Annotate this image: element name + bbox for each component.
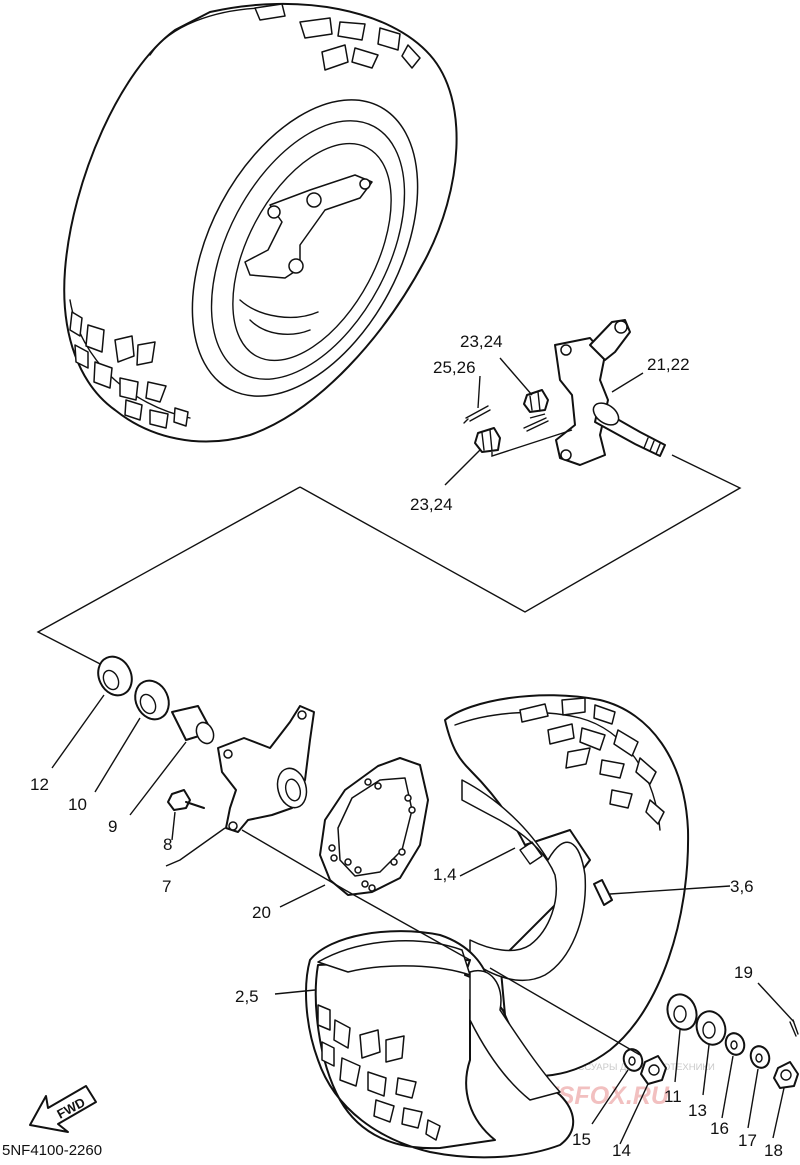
callout-7: 7	[162, 877, 171, 896]
tread-blocks	[69, 3, 421, 429]
rim-outer	[191, 99, 419, 397]
rim-half-front-lip	[317, 940, 471, 976]
tread-blocks-front	[317, 1004, 441, 1141]
cotter-pin-upper	[463, 405, 491, 424]
callout-14: 14	[612, 1141, 631, 1160]
assembly-boundary-lines	[36, 454, 742, 669]
upper-mount-hole	[560, 344, 572, 356]
collar	[666, 993, 698, 1031]
tread-edge-top	[149, 7, 261, 56]
hub-components	[97, 655, 429, 896]
oil-seal	[97, 655, 133, 697]
callout-13: 13	[688, 1101, 707, 1120]
front-hub	[217, 705, 315, 833]
callout-18: 18	[764, 1141, 783, 1160]
callout-21-22: 21,22	[647, 355, 690, 374]
callout-23-24-bottom: 23,24	[410, 495, 453, 514]
callout-11: 11	[664, 1087, 682, 1106]
exploded-wheel	[305, 694, 690, 1159]
callout-10: 10	[68, 795, 87, 814]
fwd-arrow-icon	[29, 1085, 97, 1133]
callout-23-24-top: 23,24	[460, 332, 503, 351]
steering-knuckle-assembly	[463, 319, 666, 466]
hub-stud	[359, 178, 371, 190]
castle-nut-lower	[474, 427, 501, 453]
hub-nut	[640, 1055, 667, 1085]
arm-eye	[614, 320, 628, 334]
callout-25-26: 25,26	[433, 358, 476, 377]
lower-mount-hole	[560, 449, 572, 461]
washer	[724, 1032, 746, 1056]
hub-stud	[267, 205, 281, 219]
callout-20: 20	[252, 903, 271, 922]
callout-3-6: 3,6	[730, 877, 754, 896]
tire-half-front	[305, 930, 575, 1159]
tread-blocks-rear	[519, 697, 665, 825]
cotter-pin	[789, 1019, 799, 1037]
hub-spider	[244, 174, 373, 279]
rim-inner-ring	[210, 120, 406, 380]
rim-half-front	[469, 969, 561, 1101]
callout-19: 19	[734, 963, 753, 982]
diagram-code: 5NF4100-2260	[2, 1142, 102, 1159]
steering-knuckle	[554, 337, 609, 466]
callout-8: 8	[163, 835, 172, 854]
bearing	[134, 679, 170, 721]
castle-nut-upper	[523, 389, 549, 413]
hub-stud	[306, 192, 322, 208]
callout-1-4: 1,4	[433, 865, 457, 884]
rim-curve-2	[239, 299, 319, 318]
rim-well	[232, 142, 392, 362]
callout-15: 15	[572, 1130, 591, 1149]
assembled-wheel-top	[63, 2, 458, 443]
hub-stud	[288, 258, 304, 274]
tire-half-rear	[444, 694, 690, 1077]
callout-2-5: 2,5	[235, 987, 259, 1006]
valve-stem	[593, 879, 613, 906]
hub-bolt	[167, 789, 191, 811]
spindle-threads	[643, 437, 661, 455]
leader-lines	[51, 357, 795, 1145]
rim-half-rear	[461, 779, 587, 982]
axle-nut	[773, 1061, 799, 1089]
washer	[622, 1048, 644, 1072]
wheel-hardware	[241, 829, 799, 1089]
spindle-collar	[592, 402, 620, 426]
watermark-tagline: ЗАПЧАСТИ И АКСЕССУАРЫ ДЛЯ МОТОТЕХНИКИ	[490, 1062, 715, 1073]
callout-labels: 23,24 25,26 21,22 23,24 12 10 9 8 7 20 1…	[30, 332, 783, 1160]
callout-16: 16	[710, 1119, 729, 1138]
washer	[749, 1045, 771, 1069]
callout-9: 9	[108, 817, 117, 836]
bearing	[695, 1010, 727, 1046]
callout-12: 12	[30, 775, 49, 794]
rim-curve-1	[249, 319, 311, 335]
gasket-holes	[328, 778, 416, 892]
callout-17: 17	[738, 1131, 757, 1150]
fwd-arrow: FWD	[29, 1085, 97, 1133]
cotter-pin-lower	[523, 417, 549, 432]
